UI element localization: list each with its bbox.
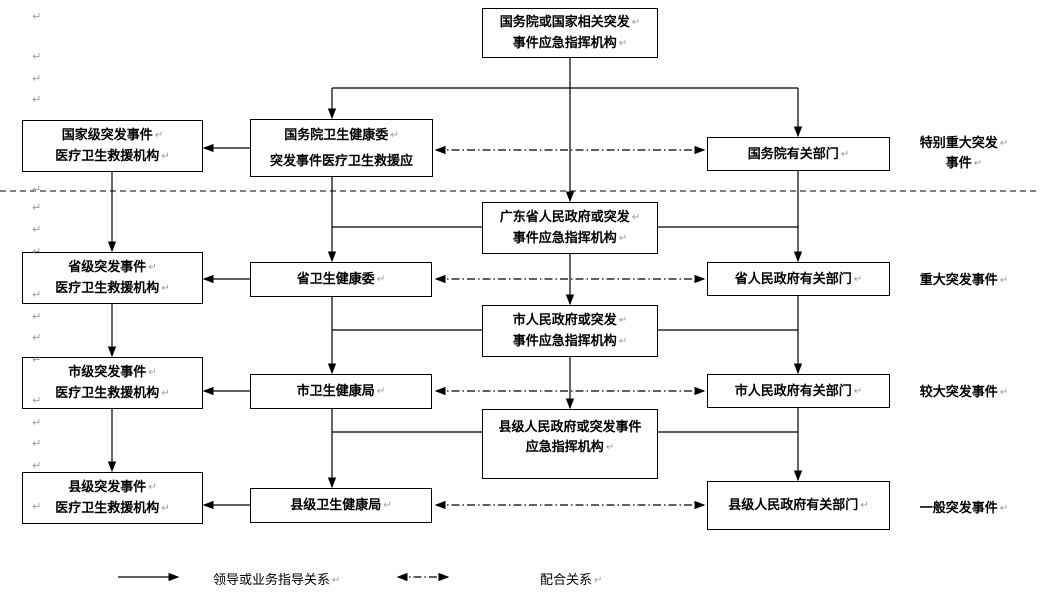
box-line: 事件应急指挥机构 — [513, 33, 627, 54]
paragraph-return-mark: ↵ — [32, 460, 42, 472]
box-national-health-commission: 国务院卫生健康委 突发事件医疗卫生救援应 — [250, 119, 433, 177]
legend-dashdot-arrow-label: 配合关系 — [540, 569, 602, 588]
box-line: 医疗卫生救援机构 — [55, 278, 169, 299]
box-line: 医疗卫生救援机构 — [55, 498, 169, 519]
box-line: 医疗卫生救援机构 — [55, 146, 169, 167]
paragraph-return-mark: ↵ — [32, 501, 42, 513]
box-line: 县级卫生健康局 — [290, 495, 391, 516]
paragraph-return-mark: ↵ — [32, 224, 42, 236]
paragraph-return-mark: ↵ — [32, 354, 42, 366]
box-state-council-command: 国务院或国家相关突发 事件应急指挥机构 — [482, 8, 658, 58]
box-province-health-commission: 省卫生健康委 — [250, 262, 432, 297]
box-line: 国务院或国家相关突发 — [500, 12, 640, 33]
box-city-rescue-org: 市级突发事件 医疗卫生救援机构 — [22, 357, 203, 409]
paragraph-return-mark: ↵ — [32, 289, 42, 301]
paragraph-return-mark: ↵ — [32, 94, 42, 106]
box-line: 医疗卫生救援机构 — [55, 383, 169, 404]
box-line: 市卫生健康局 — [297, 381, 385, 402]
box-province-command: 广东省人民政府或突发 事件应急指挥机构 — [482, 202, 658, 254]
paragraph-return-mark: ↵ — [32, 311, 42, 323]
tier-label-general: 一般突发事件 — [905, 498, 1023, 518]
box-line: 国务院有关部门 — [748, 144, 849, 165]
paragraph-return-mark: ↵ — [32, 246, 42, 258]
tier-label-line: 重大突发事件 — [905, 270, 1023, 290]
box-line: 事件应急指挥机构 — [513, 228, 627, 249]
tier-label-especially-major: 特别重大突发 事件 — [905, 133, 1023, 173]
paragraph-return-mark: ↵ — [32, 332, 42, 344]
box-line: 县级人民政府有关部门 — [728, 495, 868, 516]
box-city-command: 市人民政府或突发 事件应急指挥机构 — [482, 305, 658, 357]
box-line: 国务院卫生健康委 — [284, 126, 398, 145]
box-county-rescue-org: 县级突发事件 医疗卫生救援机构 — [22, 472, 203, 524]
box-state-council-departments: 国务院有关部门 — [707, 137, 890, 171]
paragraph-return-mark: ↵ — [32, 417, 42, 429]
box-line: 县级突发事件 — [68, 477, 156, 498]
paragraph-return-mark: ↵ — [32, 51, 42, 63]
box-city-health-bureau: 市卫生健康局 — [250, 374, 432, 409]
paragraph-return-mark: ↵ — [32, 438, 42, 450]
paragraph-return-mark: ↵ — [32, 11, 42, 23]
paragraph-return-mark: ↵ — [32, 73, 42, 85]
box-line: 应急指挥机构 — [526, 437, 614, 458]
box-line: 市人民政府有关部门 — [735, 381, 862, 402]
box-line: 省级突发事件 — [68, 257, 156, 278]
tier-label-line: 一般突发事件 — [905, 498, 1023, 518]
tier-label-line: 较大突发事件 — [905, 382, 1023, 402]
box-line: 广东省人民政府或突发 — [500, 207, 640, 228]
paragraph-return-mark: ↵ — [32, 184, 42, 196]
box-city-departments: 市人民政府有关部门 — [707, 374, 890, 408]
box-county-command: 县级人民政府或突发事件 应急指挥机构 — [482, 409, 658, 479]
box-line: 市级突发事件 — [68, 362, 156, 383]
box-line: 国家级突发事件 — [62, 125, 163, 146]
box-line: 市人民政府或突发 — [513, 310, 627, 331]
box-line: 突发事件医疗卫生救援应 — [269, 152, 413, 168]
paragraph-return-mark: ↵ — [32, 395, 42, 407]
solid-connectors — [107, 58, 803, 510]
box-province-departments: 省人民政府有关部门 — [707, 262, 890, 296]
tier-label-line: 事件 — [905, 153, 1023, 173]
legend-solid-arrow-label: 领导或业务指导关系 — [213, 569, 340, 588]
box-county-health-bureau: 县级卫生健康局 — [250, 488, 432, 523]
box-line: 事件应急指挥机构 — [513, 331, 627, 352]
box-province-rescue-org: 省级突发事件 医疗卫生救援机构 — [22, 252, 203, 304]
box-line: 县级人民政府或突发事件 — [498, 419, 642, 434]
dashdot-connectors — [434, 145, 706, 510]
tier-label-large: 较大突发事件 — [905, 382, 1023, 402]
box-line: 省人民政府有关部门 — [735, 269, 862, 290]
box-county-departments: 县级人民政府有关部门 — [707, 481, 890, 530]
box-line: 省卫生健康委 — [297, 269, 385, 290]
box-national-rescue-org: 国家级突发事件 医疗卫生救援机构 — [22, 120, 203, 172]
tier-label-line: 特别重大突发 — [905, 133, 1023, 153]
paragraph-return-mark: ↵ — [32, 202, 42, 214]
tier-label-major: 重大突发事件 — [905, 270, 1023, 290]
